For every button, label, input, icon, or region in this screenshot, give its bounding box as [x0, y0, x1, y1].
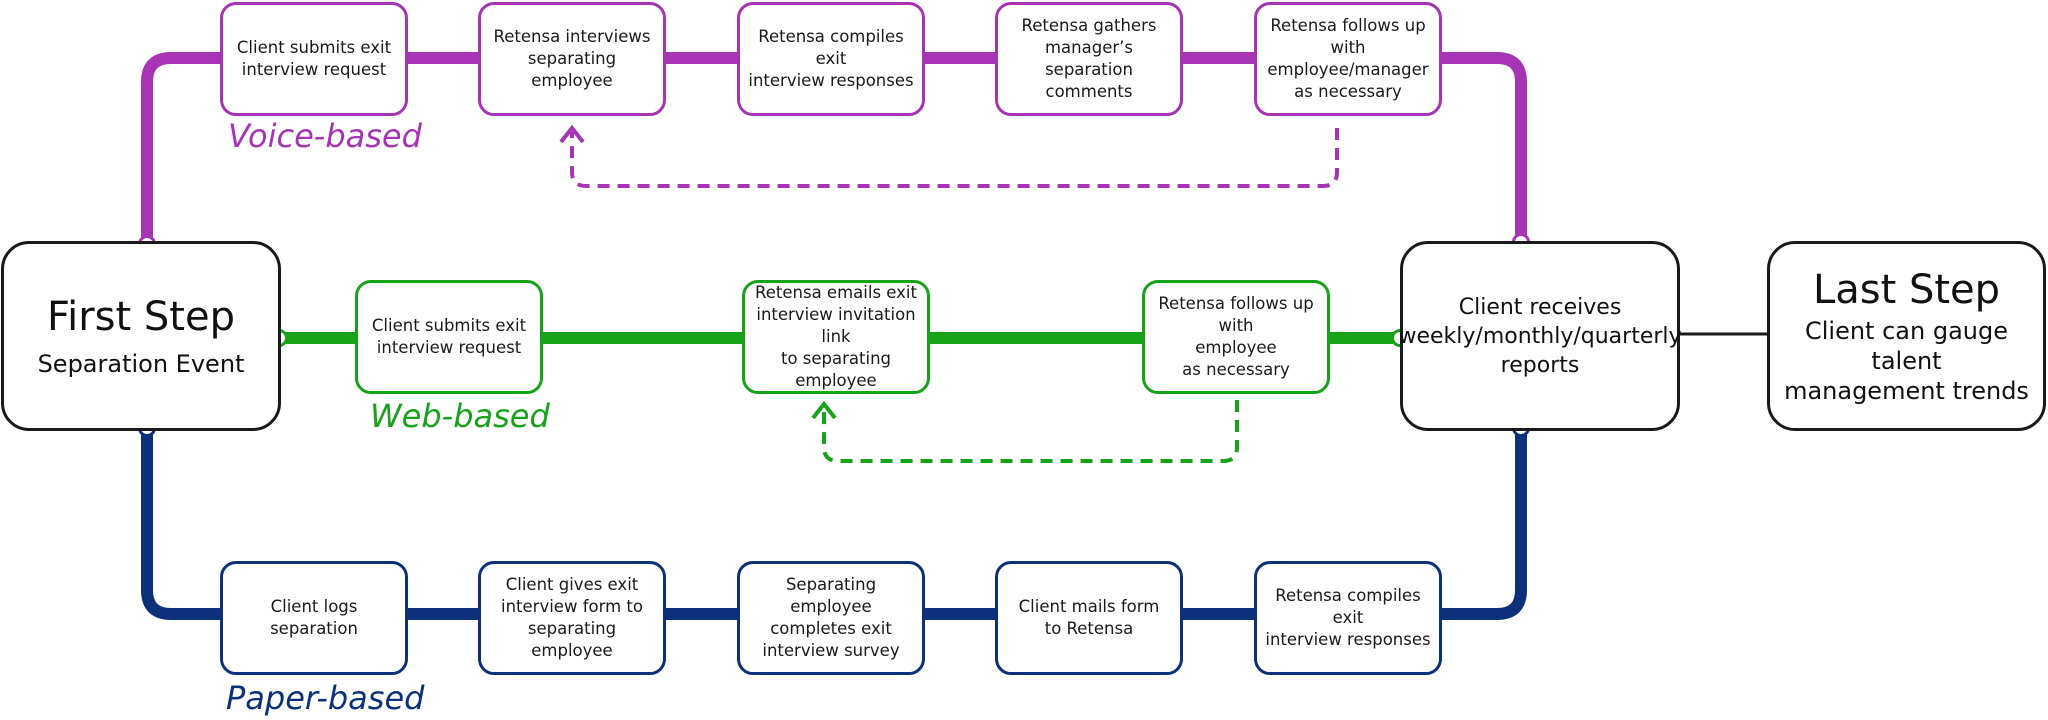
last-step-subtitle: Client can gauge talent management trend…: [1784, 317, 2029, 405]
web-step: Retensa emails exit interview invitation…: [742, 280, 930, 394]
paper-step-text: Client gives exit interview form to sepa…: [501, 575, 643, 660]
paper-step-text: Client mails form to Retensa: [1018, 597, 1160, 638]
web-step-text: Retensa emails exit interview invitation…: [755, 283, 917, 390]
voice-step-text: Retensa interviews separating employee: [493, 27, 651, 90]
paper-step: Separating employee completes exit inter…: [737, 561, 925, 675]
paper-track-label: Paper-based: [226, 679, 425, 717]
web-track-label: Web-based: [370, 397, 550, 435]
paper-step-text: Client logs separation: [270, 597, 358, 638]
web-step: Client submits exit interview request: [355, 280, 543, 394]
voice-step: Retensa interviews separating employee: [478, 2, 666, 116]
paper-step: Client mails form to Retensa: [995, 561, 1183, 675]
reports-box: Client receives weekly/monthly/quarterly…: [1398, 241, 1682, 431]
reports-text: Client receives weekly/monthly/quarterly…: [1398, 294, 1682, 378]
paper-step-text: Separating employee completes exit inter…: [762, 575, 900, 660]
last-step-box: Last Step Client can gauge talent manage…: [1767, 241, 2046, 431]
web-loop-arrowhead: [811, 400, 837, 420]
last-step-title: Last Step: [1812, 267, 2001, 313]
first-step-subtitle: Separation Event: [37, 350, 245, 378]
web-step: Retensa follows up with employee as nece…: [1142, 280, 1330, 394]
voice-step: Retensa compiles exit interview response…: [737, 2, 925, 116]
first-step-title: First Step: [47, 294, 235, 340]
paper-step-text: Retensa compiles exit interview response…: [1265, 586, 1431, 649]
voice-step: Client submits exit interview request: [220, 2, 408, 116]
first-step-box: First Step Separation Event: [1, 241, 281, 431]
paper-step: Client logs separation: [220, 561, 408, 675]
paper-step: Client gives exit interview form to sepa…: [478, 561, 666, 675]
web-step-text: Client submits exit interview request: [371, 316, 527, 357]
voice-step: Retensa follows up with employee/manager…: [1254, 2, 1442, 116]
paper-step: Retensa compiles exit interview response…: [1254, 561, 1442, 675]
web-step-text: Retensa follows up with employee as nece…: [1158, 294, 1314, 379]
voice-track-label: Voice-based: [228, 117, 422, 155]
voice-step-text: Retensa follows up with employee/manager…: [1267, 16, 1429, 101]
voice-step-text: Retensa gathers manager’s separation com…: [1021, 16, 1157, 101]
voice-followup-loop-arrow: [570, 128, 1339, 188]
voice-step: Retensa gathers manager’s separation com…: [995, 2, 1183, 116]
web-followup-loop-arrow: [822, 400, 1239, 463]
voice-step-text: Client submits exit interview request: [236, 38, 392, 79]
voice-step-text: Retensa compiles exit interview response…: [748, 27, 914, 90]
voice-loop-arrowhead: [559, 124, 585, 144]
